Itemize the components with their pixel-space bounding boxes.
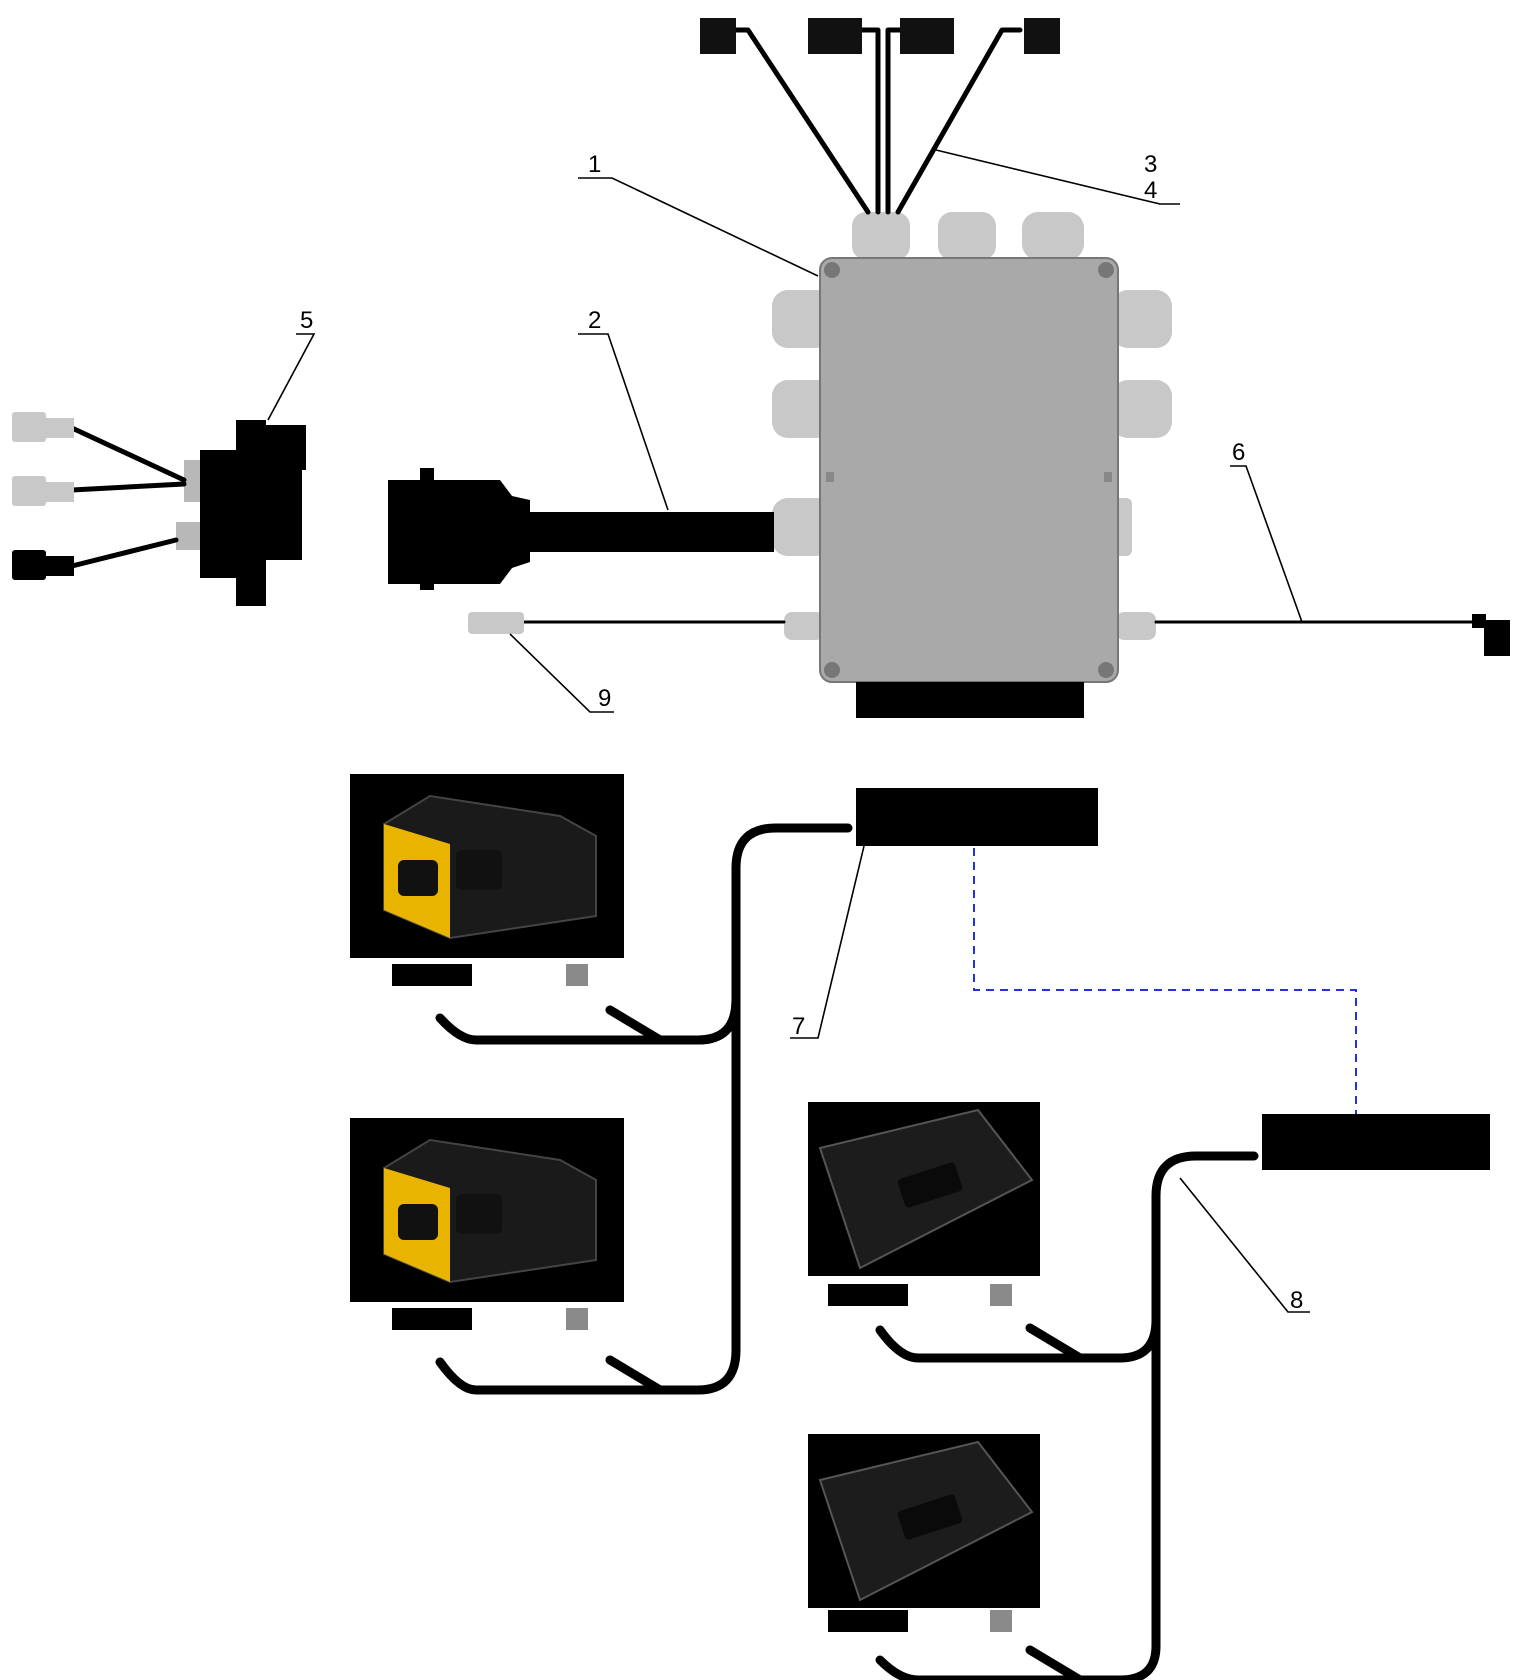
junction-box-base	[856, 682, 1084, 718]
callout-label: 6	[1232, 439, 1245, 466]
callout-1: 1	[578, 151, 819, 277]
distribution-box-icon	[1262, 1114, 1490, 1170]
callout-label: 7	[792, 1013, 805, 1040]
callout-8: 8	[1179, 1177, 1310, 1314]
top-cable-glands	[852, 212, 1084, 260]
control-module-yellow-icon	[383, 1138, 597, 1284]
main-cable-connector-icon	[388, 468, 530, 590]
callout-label: 2	[588, 307, 601, 334]
callout-7: 7	[790, 845, 865, 1040]
sensor-cables	[700, 18, 1060, 215]
control-module-black-icon	[818, 1108, 1034, 1270]
junction-box-icon	[819, 257, 1119, 683]
left-cable-glands	[772, 290, 832, 640]
callout-9: 9	[509, 633, 614, 713]
control-module-yellow-icon	[383, 794, 597, 940]
callout-6: 6	[1230, 439, 1303, 623]
callout-2: 2	[578, 307, 669, 511]
callout-label: 4	[1144, 177, 1157, 204]
callout-label: 5	[300, 307, 313, 334]
module-group-right	[808, 1102, 1490, 1680]
callout-label: 3	[1144, 151, 1157, 178]
control-module-black-icon	[818, 1440, 1034, 1602]
right-cable-glands	[1112, 290, 1172, 640]
junction-box-assembly	[772, 212, 1172, 718]
short-cable-9	[468, 612, 786, 634]
sensor-connector-icon	[700, 18, 736, 54]
wireless-link-dashed	[973, 848, 1357, 1114]
callout-label: 9	[598, 685, 611, 712]
cable-6	[1154, 614, 1510, 656]
distribution-box-icon	[856, 788, 1098, 846]
callout-label: 1	[588, 151, 601, 178]
callout-5: 5	[267, 307, 316, 421]
module-group-left	[350, 774, 1098, 1395]
adapter-harness-icon	[12, 412, 306, 606]
main-cable	[388, 468, 774, 590]
callout-3-4: 3 4	[935, 149, 1180, 205]
callout-label: 8	[1290, 1287, 1303, 1314]
